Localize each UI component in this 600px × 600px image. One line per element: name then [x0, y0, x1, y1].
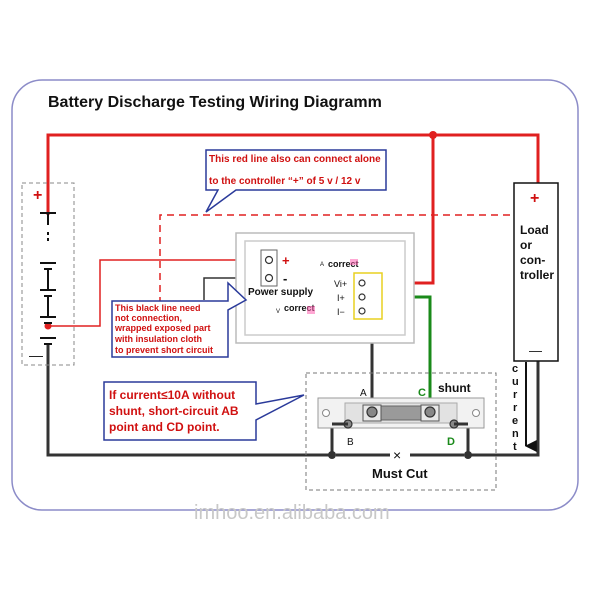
svg-text:to prevent short circuit: to prevent short circuit: [115, 345, 213, 355]
power-minus-sign: -: [283, 271, 287, 286]
svg-text:t: t: [513, 441, 517, 453]
load-plus: +: [530, 190, 539, 207]
black-wire-bottom-left: [46, 345, 332, 457]
term-vi-label: Vi+: [334, 279, 347, 289]
load-label-4: troller: [520, 268, 554, 282]
load-label-3: con-: [520, 253, 545, 267]
term-iminus-label: I−: [337, 307, 345, 317]
outer-frame: [11, 79, 579, 511]
callout-current: If current≤10A without shunt, short-circ…: [103, 381, 305, 441]
label-point-c: C: [418, 387, 426, 399]
svg-text:If current≤10A without: If current≤10A without: [109, 388, 235, 402]
v-correct-label: correct: [284, 303, 315, 313]
terminal-iplus: [358, 293, 366, 301]
power-plus-sign: +: [282, 253, 290, 268]
svg-text:shunt, short-circuit AB: shunt, short-circuit AB: [109, 404, 239, 418]
must-cut-label: Must Cut: [372, 466, 428, 481]
battery-cells: [40, 212, 56, 345]
svg-text:e: e: [512, 415, 518, 427]
term-iplus-label: I+: [337, 293, 345, 303]
terminal-vi: [358, 279, 366, 287]
callout-red-line: This red line also can connect alone to …: [205, 149, 387, 213]
red-junction: [429, 131, 437, 139]
label-point-a: A: [360, 388, 367, 399]
v-trimmer: [307, 306, 315, 314]
svg-text:n: n: [512, 428, 519, 440]
label-point-d: D: [447, 436, 455, 448]
terminal-iminus: [358, 307, 366, 315]
svg-text:This black line need: This black line need: [115, 303, 201, 313]
svg-text:u: u: [512, 376, 519, 388]
red-tap-junction: [44, 322, 52, 330]
svg-text:with insulation cloth: with insulation cloth: [114, 334, 202, 344]
watermark: imhoo.en.alibaba.com: [194, 502, 390, 524]
power-supply-label: Power supply: [248, 287, 313, 298]
label-point-b: B: [347, 437, 354, 448]
svg-text:not connection,: not connection,: [115, 313, 182, 323]
svg-text:r: r: [513, 389, 518, 401]
svg-text:point and CD point.: point and CD point.: [109, 420, 220, 434]
shunt-point-a: [366, 406, 378, 418]
battery-minus: —: [29, 347, 43, 363]
red-wire-main: [46, 133, 540, 215]
cut-mark: ×: [393, 447, 401, 463]
shunt-resistor: [379, 405, 423, 421]
a-trimmer: [350, 259, 358, 265]
current-label: c u r r e n t: [512, 363, 519, 453]
svg-text:This red line also can connect: This red line also can connect alone: [209, 154, 381, 165]
battery-plus: +: [33, 187, 42, 204]
load-label-2: or: [520, 238, 532, 252]
red-wire-power-plus: [48, 259, 268, 327]
load-box: [513, 182, 559, 362]
terminal-highlight: [353, 272, 383, 320]
callout-black-line: This black line need not connection, wra…: [111, 281, 248, 358]
svg-text:r: r: [513, 402, 518, 414]
meter-inner: [244, 240, 406, 336]
power-plus-terminal: [264, 255, 274, 265]
shunt-label: shunt: [438, 381, 471, 395]
a-prefix: A: [320, 262, 324, 268]
svg-text:c: c: [512, 363, 518, 375]
v-prefix: V: [276, 309, 280, 315]
load-label-1: Load: [520, 223, 549, 237]
point-d-junction: [464, 451, 472, 459]
point-b-junction: [328, 451, 336, 459]
power-minus-terminal: [264, 273, 274, 283]
red-dashed-line: [159, 214, 538, 340]
svg-text:to the controller “+” of 5 v /: to the controller “+” of 5 v / 12 v: [209, 176, 361, 187]
load-minus: —: [529, 343, 542, 358]
battery-box: [21, 182, 75, 366]
power-terminal-block: [260, 249, 278, 287]
a-correct-label: correct: [328, 259, 359, 269]
shunt-box: [305, 372, 497, 491]
svg-text:wrapped exposed part: wrapped exposed part: [114, 323, 211, 333]
black-wire-bottom-right: [468, 355, 540, 457]
shunt-point-c: [424, 406, 436, 418]
diagram-title: Battery Discharge Testing Wiring Diagram…: [48, 94, 382, 111]
